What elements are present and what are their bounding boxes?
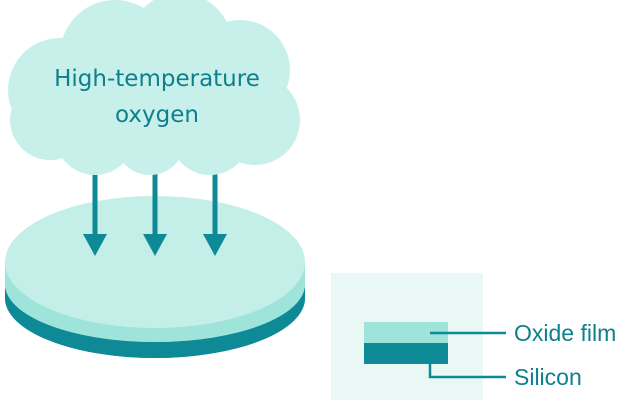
cloud-label-line2: oxygen <box>115 102 199 128</box>
cloud-label-line1: High-temperature <box>54 66 260 92</box>
oxide-film-label: Oxide film <box>514 320 616 346</box>
silicon-label: Silicon <box>514 364 582 390</box>
silicon-wafer <box>5 196 305 358</box>
legend-silicon-swatch <box>364 343 448 364</box>
oxygen-cloud <box>8 0 300 175</box>
cross-section-legend <box>331 273 506 400</box>
legend-oxide-swatch <box>364 322 448 343</box>
wafer-top-surface <box>5 196 305 328</box>
silicon-leader-line <box>428 364 506 379</box>
